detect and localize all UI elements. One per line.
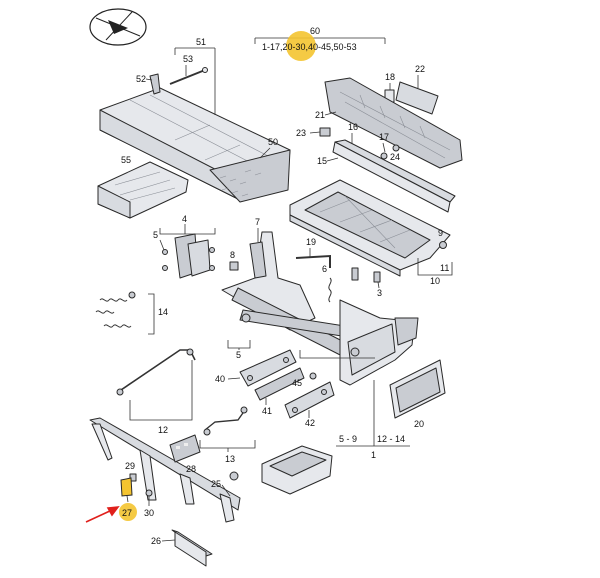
label-52: 52 <box>136 74 146 84</box>
part-pad-55 <box>97 161 189 219</box>
part-screw-29 <box>129 473 137 482</box>
label-18: 18 <box>385 72 395 82</box>
label-9: 9 <box>438 228 443 238</box>
part-panel-15 <box>332 139 456 213</box>
part-grommet <box>229 471 239 481</box>
part-cover-20 <box>389 359 446 419</box>
part-rod-19 <box>295 254 331 268</box>
part-lid-26 <box>171 529 213 567</box>
part-bolt-45 <box>309 372 317 380</box>
label-45: 45 <box>292 378 302 388</box>
red-arrow-icon <box>85 506 120 523</box>
part-screw-24 <box>380 152 388 160</box>
highlight-27 <box>119 503 137 521</box>
label-17: 17 <box>379 132 389 142</box>
part-screw-17 <box>392 144 400 152</box>
part-spring-6 <box>328 277 332 303</box>
label-1: 1 <box>371 450 376 460</box>
label-6: 6 <box>322 264 327 274</box>
label-25: 25 <box>211 479 221 489</box>
highlight-20-30 <box>286 31 316 61</box>
label-19: 19 <box>306 237 316 247</box>
compass-logo-icon <box>89 8 147 46</box>
label-12: 12 <box>158 425 168 435</box>
part-hinge-4 <box>162 233 215 279</box>
label-50: 50 <box>268 137 278 147</box>
label-40: 40 <box>215 374 225 384</box>
part-clip-23 <box>319 127 331 137</box>
label-29: 29 <box>125 461 135 471</box>
part-plate-42 <box>284 381 335 419</box>
part-cable-12 <box>116 348 196 396</box>
label-range-top: 1-17,20-30,40-45,50-53 <box>262 42 357 52</box>
label-55: 55 <box>121 155 131 165</box>
label-51: 51 <box>196 37 206 47</box>
part-panel-22 <box>395 81 439 115</box>
label-60: 60 <box>310 26 320 36</box>
label-5-9: 5 - 9 <box>339 434 357 444</box>
label-11: 11 <box>440 263 449 273</box>
label-23: 23 <box>296 128 306 138</box>
label-4: 4 <box>182 214 187 224</box>
part-plate-41 <box>254 367 305 401</box>
label-12-14: 12 - 14 <box>377 434 405 444</box>
label-21: 21 <box>315 110 325 120</box>
part-cable-13 <box>203 406 248 436</box>
part-lever-7 <box>249 241 267 279</box>
label-22: 22 <box>415 64 425 74</box>
label-30: 30 <box>144 508 154 518</box>
part-backrest-frame-21 <box>324 77 463 169</box>
part-side-trim-25 <box>89 417 241 523</box>
label-10: 10 <box>430 276 440 286</box>
part-switch-panel-28 <box>169 434 201 463</box>
label-8: 8 <box>230 250 235 260</box>
label-24: 24 <box>390 152 400 162</box>
part-springs-14 <box>95 291 136 328</box>
label-16: 16 <box>348 122 358 132</box>
label-3: 3 <box>377 288 382 298</box>
part-clip-30 <box>145 489 153 497</box>
label-53: 53 <box>183 54 193 64</box>
label-15: 15 <box>317 156 327 166</box>
label-42: 42 <box>305 418 315 428</box>
label-27: 27 <box>122 508 132 518</box>
label-13: 13 <box>225 454 235 464</box>
part-storage-tray-10 <box>289 179 451 277</box>
label-41: 41 <box>262 406 272 416</box>
part-bolt-3 <box>351 267 381 283</box>
part-seat-frame-1 <box>221 231 419 386</box>
part-fastener-8 <box>229 261 239 271</box>
part-screw-9 <box>439 241 447 249</box>
part-bracket-52 <box>149 73 161 95</box>
label-5b: 5 <box>236 350 241 360</box>
part-seat-cushion-50 <box>99 87 291 203</box>
label-14: 14 <box>158 307 168 317</box>
label-26: 26 <box>151 536 161 546</box>
label-20: 20 <box>414 419 424 429</box>
label-28: 28 <box>186 464 196 474</box>
part-rod-53 <box>169 67 208 85</box>
label-5: 5 <box>153 230 158 240</box>
label-7: 7 <box>255 217 260 227</box>
part-plate-40 <box>239 349 297 387</box>
part-storage-box <box>261 445 333 495</box>
label-group-60: 60 1-17,20-30,40-45,50-53 <box>254 26 386 61</box>
part-bracket-27 <box>120 477 133 497</box>
